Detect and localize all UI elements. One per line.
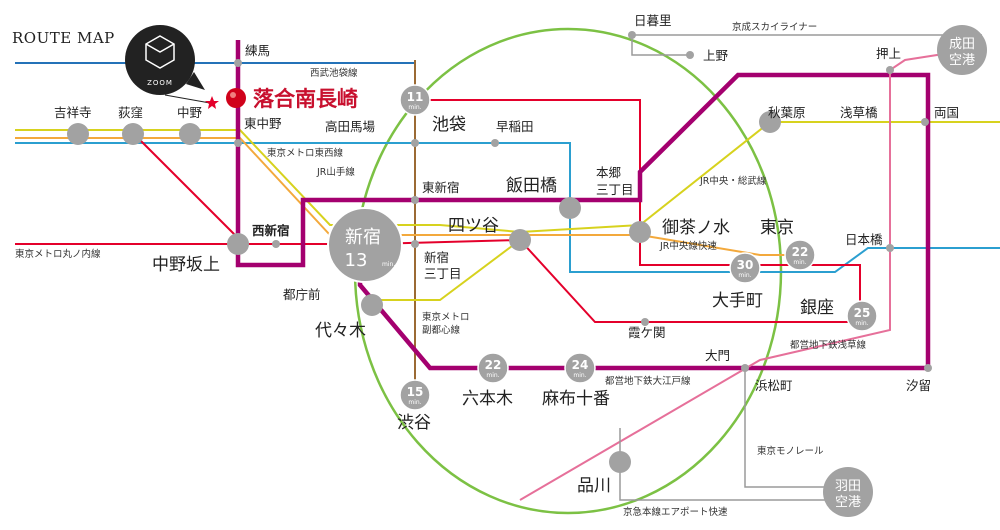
hub-unit: min. xyxy=(382,261,395,268)
station-shinjuku-3a: 新宿 xyxy=(424,250,449,265)
map-title: ROUTE MAP xyxy=(12,29,115,47)
station-asakusabashi: 浅草橋 xyxy=(840,105,878,120)
airport-narita-2: 空港 xyxy=(949,53,975,68)
svg-text:min.: min. xyxy=(738,272,751,279)
marunouchi-branch xyxy=(129,129,236,236)
station-akihabara: 秋葉原 xyxy=(768,105,806,120)
home-station-dot xyxy=(226,88,246,108)
hub-name: 新宿 xyxy=(345,227,381,248)
minor-stations xyxy=(234,31,932,372)
svg-text:min.: min. xyxy=(573,372,586,379)
time-tokyo: 22 xyxy=(792,245,809,259)
line-monorail: 東京モノレール xyxy=(757,445,824,457)
time-ginza: 25 xyxy=(854,306,871,320)
station-ueno: 上野 xyxy=(703,48,729,63)
station-ogikubo: 荻窪 xyxy=(118,105,143,120)
time-labels: 11 min. 22 min. 30 min. 25 min. 22 min. … xyxy=(407,90,871,406)
station-nishishinjuku: 西新宿 xyxy=(252,223,290,238)
monorail-line xyxy=(744,368,842,488)
svg-text:min.: min. xyxy=(486,372,499,379)
station-shinagawa: 品川 xyxy=(577,476,611,496)
line-fukutoshin-2: 副都心線 xyxy=(422,324,461,336)
station-otemachi: 大手町 xyxy=(712,291,763,311)
time-shibuya: 15 xyxy=(407,385,424,399)
station-nihonbashi: 日本橋 xyxy=(845,232,883,247)
station-ginza: 銀座 xyxy=(800,298,834,318)
station-nerima: 練馬 xyxy=(245,43,270,58)
star-icon xyxy=(205,96,219,109)
sobu-line xyxy=(15,121,1000,234)
station-ryogoku: 両国 xyxy=(934,105,959,120)
station-kichijoji: 吉祥寺 xyxy=(54,105,92,120)
home-label: 落合南長崎 xyxy=(253,87,358,111)
line-seibu: 西武池袋線 xyxy=(310,67,358,79)
station-hongo-2: 三丁目 xyxy=(596,182,634,197)
station-nippori: 日暮里 xyxy=(634,13,672,28)
station-higashinakano: 東中野 xyxy=(244,116,282,131)
skyliner-ext xyxy=(631,35,690,56)
line-fukutoshin-1: 東京メトロ xyxy=(422,311,470,323)
station-daimon: 大門 xyxy=(705,348,730,363)
station-higashishinjuku: 東新宿 xyxy=(422,180,460,195)
station-yoyogi: 代々木 xyxy=(315,321,366,341)
svg-text:min.: min. xyxy=(408,399,421,406)
line-chuorapid: JR中央線快速 xyxy=(659,240,717,252)
station-tokyo: 東京 xyxy=(760,218,794,238)
station-shibuya: 渋谷 xyxy=(397,413,431,433)
hub-station xyxy=(327,207,403,283)
line-sobu: JR中央・総武線 xyxy=(699,175,767,187)
svg-text:min.: min. xyxy=(855,320,868,327)
station-hamamatsucho: 浜松町 xyxy=(755,378,793,393)
line-skyliner: 京成スカイライナー xyxy=(732,21,817,33)
station-shinjuku-3b: 三丁目 xyxy=(424,266,462,281)
time-roppongi: 22 xyxy=(485,358,502,372)
station-tochomae: 都庁前 xyxy=(283,287,321,302)
station-waseda: 早稲田 xyxy=(496,119,534,134)
asakusa-line xyxy=(519,47,983,501)
line-yamanote: JR山手線 xyxy=(316,166,355,178)
station-roppongi: 六本木 xyxy=(462,389,513,409)
airport-haneda-2: 空港 xyxy=(835,495,861,510)
hub-time: 13 xyxy=(345,250,368,271)
time-ikebukuro: 11 xyxy=(407,90,424,104)
line-oedo: 都営地下鉄大江戸線 xyxy=(605,375,691,387)
narita-airport xyxy=(937,25,987,75)
line-marunouchi: 東京メトロ丸ノ内線 xyxy=(15,248,101,260)
logo-text: ZOOM xyxy=(147,79,173,87)
station-nakanosakaue: 中野坂上 xyxy=(152,255,220,275)
line-keikyu: 京急本線エアポート快速 xyxy=(623,506,728,518)
chuo-line xyxy=(15,137,800,256)
keikyu-line xyxy=(619,428,842,501)
airport-haneda-1: 羽田 xyxy=(835,479,861,494)
station-azabujuban: 麻布十番 xyxy=(542,389,610,409)
station-iidabashi: 飯田橋 xyxy=(506,176,557,196)
station-hongo: 本郷 xyxy=(596,165,622,180)
station-nakano: 中野 xyxy=(177,105,203,120)
home-pointer xyxy=(164,94,211,104)
zoom-logo xyxy=(125,25,195,95)
svg-text:min.: min. xyxy=(408,104,421,111)
svg-text:min.: min. xyxy=(793,259,806,266)
station-ochanomizu: 御茶ノ水 xyxy=(662,218,730,238)
major-stations xyxy=(67,111,781,473)
station-shiodome: 汐留 xyxy=(906,378,931,393)
timed-stations xyxy=(399,84,878,411)
station-takadanobaba: 高田馬場 xyxy=(325,119,375,134)
marunouchi-line-2 xyxy=(415,99,861,315)
line-tozai: 東京メトロ東西線 xyxy=(267,147,344,159)
time-otemachi: 30 xyxy=(737,258,754,272)
time-azabujuban: 24 xyxy=(572,358,589,372)
line-asakusa: 都営地下鉄浅草線 xyxy=(790,339,867,351)
station-oshiage: 押上 xyxy=(876,46,901,61)
sobu-line-2 xyxy=(370,239,521,301)
haneda-airport xyxy=(823,467,873,517)
station-ikebukuro: 池袋 xyxy=(432,115,466,135)
station-kasumigaseki: 霞ケ関 xyxy=(628,325,666,340)
airport-narita-1: 成田 xyxy=(949,37,975,52)
station-yotsuya: 四ツ谷 xyxy=(448,216,499,236)
